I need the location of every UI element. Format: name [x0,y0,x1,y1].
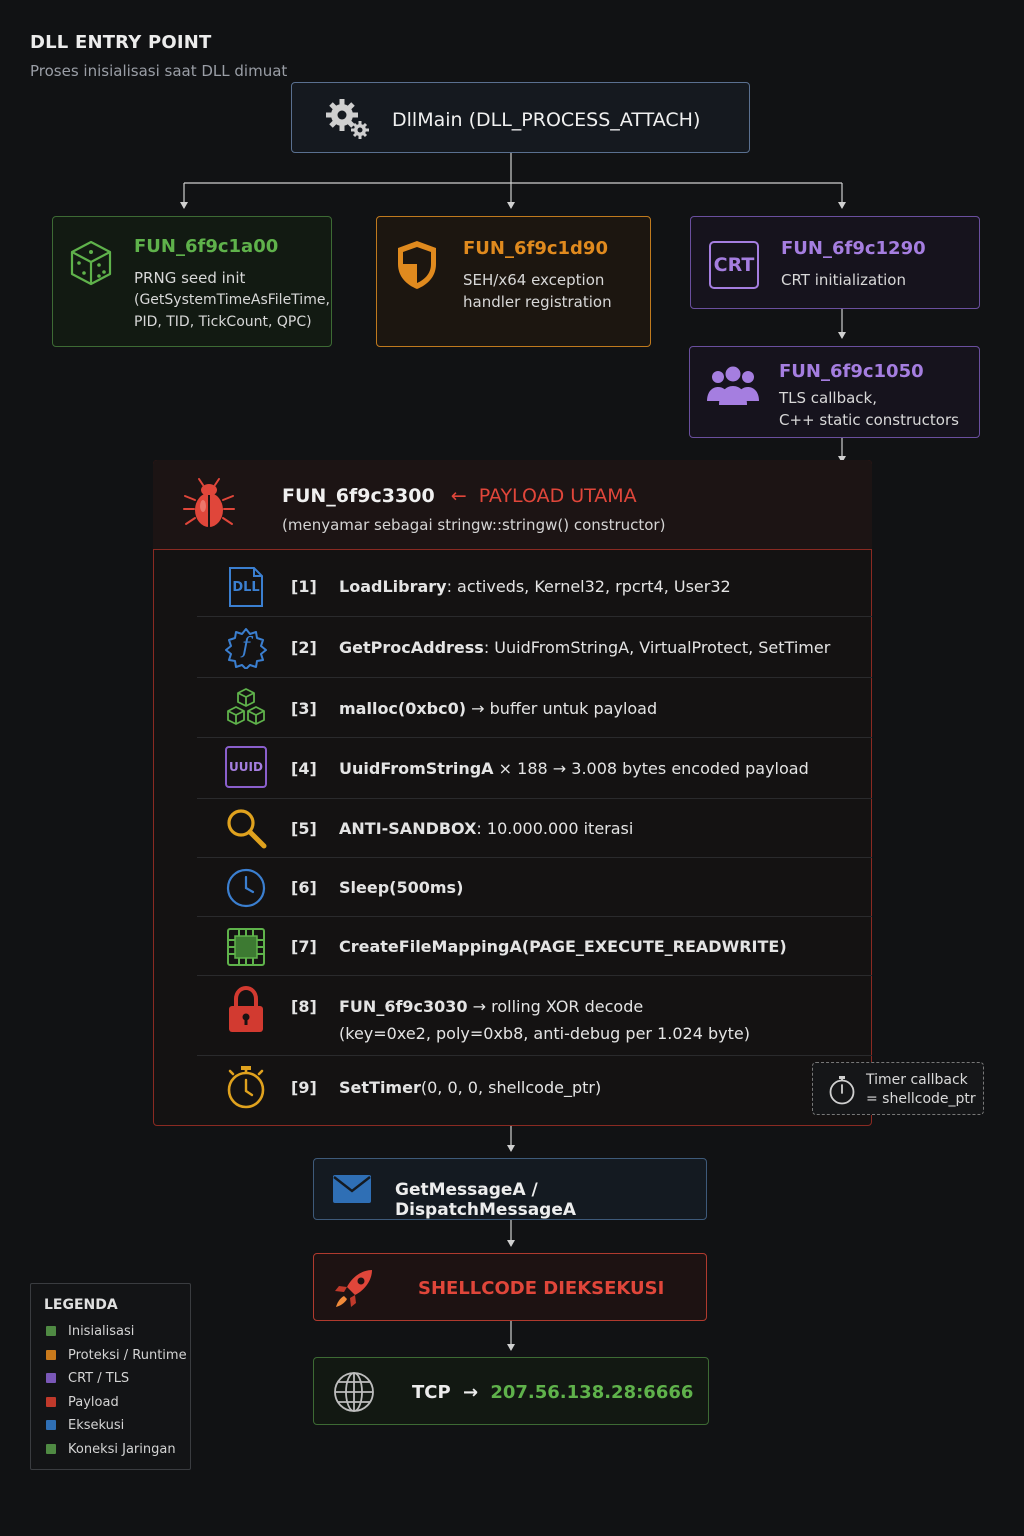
step-label: UuidFromStringA × 188 → 3.008 bytes enco… [339,759,809,778]
legend-swatch [46,1349,56,1360]
lock-icon [229,986,263,1032]
step-label: ANTI-SANDBOX: 10.000.000 iterasi [339,819,634,838]
cubes-icon [227,688,265,725]
step-label: FUN_6f9c3030 → rolling XOR decode [339,997,644,1016]
step-index: [4] [291,759,317,778]
tcp-address: 207.56.138.28:6666 [490,1382,694,1403]
branch-desc: TLS callback, C++ static constructors [779,389,959,429]
globe-icon [334,1372,374,1412]
step-label: CreateFileMappingA(PAGE_EXECUTE_READWRIT… [339,937,787,956]
timer-icon [829,1076,855,1105]
legend-title: LEGENDA [44,1297,118,1313]
step-label: LoadLibrary: activeds, Kernel32, rpcrt4,… [339,577,731,596]
chip-icon [227,928,265,966]
timer-callback-note: Timer callback = shellcode_ptr [812,1062,984,1115]
branch-fn-name: FUN_6f9c1d90 [463,238,608,259]
crt-init-node: CRT FUN_6f9c1290 CRT initialization [690,216,980,309]
message-loop-node: GetMessageA / DispatchMessageA [313,1158,707,1220]
step-index: [8] [291,997,317,1016]
envelope-icon [333,1175,371,1203]
step-divider [197,677,872,678]
shield-icon [398,241,436,289]
branch-fn-name: FUN_6f9c1050 [779,361,924,382]
step-label: SetTimer(0, 0, 0, shellcode_ptr) [339,1078,602,1097]
legend-item: Proteksi / Runtime [46,1348,187,1363]
legend-label: Inisialisasi [68,1324,135,1339]
legend-swatch [46,1444,56,1454]
payload-header: FUN_6f9c3300 ← PAYLOAD UTAMA (menyamar s… [153,460,872,550]
payload-title: FUN_6f9c3300 ← PAYLOAD UTAMA [282,485,637,507]
branch-desc: SEH/x64 exception handler registration [463,271,612,311]
payload-tag: PAYLOAD UTAMA [478,485,637,507]
dll-icon: DLL [228,566,264,608]
clock-icon [226,868,266,908]
branch-fn-name: FUN_6f9c1a00 [134,236,279,257]
legend-swatch [46,1326,56,1336]
legend-label: Proteksi / Runtime [68,1347,187,1363]
step-label: Sleep(500ms) [339,878,464,897]
rocket-icon [335,1270,372,1307]
step-divider [197,798,872,799]
step-sublabel: (key=0xe2, poly=0xb8, anti-debug per 1.0… [339,1024,750,1043]
step-divider [197,616,872,617]
branch-desc: CRT initialization [781,271,906,289]
step-index: [9] [291,1078,317,1097]
step-index: [5] [291,819,317,838]
timer-text: Timer callback = shellcode_ptr [866,1072,976,1107]
step-divider [197,975,872,976]
legend [30,1283,191,1470]
step-divider [197,737,872,738]
legend-item: CRT / TLS [46,1371,129,1386]
legend-item: Payload [46,1395,119,1410]
legend-swatch [46,1373,56,1384]
step-index: [7] [291,937,317,956]
payload-desc: (menyamar sebagai stringw::stringw() con… [282,516,666,534]
payload-container [153,460,872,1126]
tcp-connection-node: TCP → 207.56.138.28:6666 [313,1357,709,1425]
legend-item: Inisialisasi [46,1324,134,1339]
magnifier-icon [227,809,267,849]
step-divider [197,857,872,858]
dice-icon [70,240,112,286]
crt-icon: CRT [709,241,759,289]
payload-arrow: ← [450,485,467,507]
step-index: [1] [291,577,317,596]
stopwatch-icon [227,1066,265,1109]
step-index: [3] [291,699,317,718]
branch-fn-name: FUN_6f9c1290 [781,238,926,259]
page-subtitle: Proses inisialisasi saat DLL dimuat [30,62,288,80]
legend-item: Eksekusi [46,1418,124,1433]
page-title: DLL ENTRY POINT [30,32,212,53]
legend-label: Koneksi Jaringan [68,1442,176,1457]
step-label: GetProcAddress: UuidFromStringA, Virtual… [339,638,831,657]
dllmain-node: DllMain (DLL_PROCESS_ATTACH) [291,82,750,153]
legend-swatch [46,1420,56,1431]
message-loop-label: GetMessageA / DispatchMessageA [395,1180,577,1220]
legend-label: Eksekusi [68,1418,125,1434]
legend-label: CRT / TLS [68,1371,130,1387]
legend-label: Payload [68,1394,119,1410]
gears-icon [326,99,369,139]
step-index: [6] [291,878,317,897]
step-divider [197,916,872,917]
shellcode-label: SHELLCODE DIEKSEKUSI [418,1278,665,1299]
legend-item: Koneksi Jaringan [46,1442,176,1457]
tcp-label: TCP → 207.56.138.28:6666 [412,1382,694,1403]
tls-callback-node: FUN_6f9c1050 TLS callback, C++ static co… [689,346,980,438]
branch-desc: PRNG seed init (GetSystemTimeAsFileTime,… [134,269,330,330]
prng-init-node: FUN_6f9c1a00 PRNG seed init (GetSystemTi… [52,216,332,347]
dllmain-label: DllMain (DLL_PROCESS_ATTACH) [392,109,701,131]
function-icon: f [224,627,268,669]
payload-fn-name: FUN_6f9c3300 [282,485,435,507]
bug-icon [183,478,235,527]
step-label: malloc(0xbc0) → buffer untuk payload [339,699,658,718]
legend-swatch [46,1396,56,1407]
uuid-icon: UUID [225,746,267,788]
seh-handler-node: FUN_6f9c1d90 SEH/x64 exception handler r… [376,216,651,347]
step-divider [197,1055,872,1056]
shellcode-exec-node: SHELLCODE DIEKSEKUSI [313,1253,707,1321]
step-index: [2] [291,638,317,657]
users-icon [707,366,759,405]
